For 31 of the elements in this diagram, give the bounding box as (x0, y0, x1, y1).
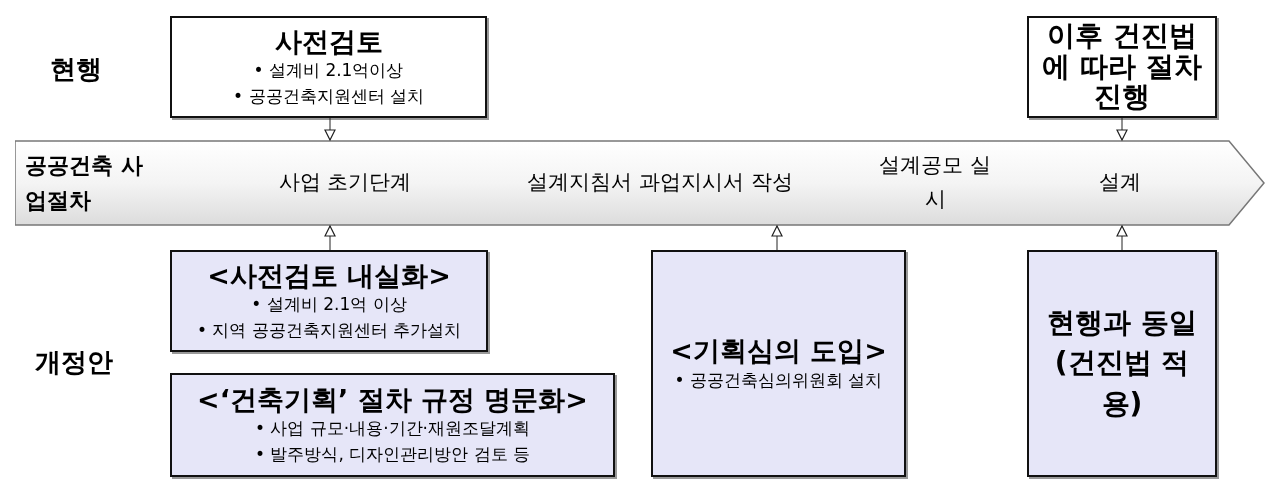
row-label: 개정안 (35, 346, 113, 379)
arrow (324, 225, 336, 251)
stage-label: 설계지침서 과업지시서 작성 (526, 169, 794, 197)
bullet-text: • 공공건축심의위원회 설치 (674, 368, 883, 392)
bullet-text: • 설계비 2.1억이상 (253, 59, 404, 83)
bullet-text: • 사업 규모·내용·기간·재원조달계획 (254, 417, 530, 441)
box-heading: <사전검토 내실화> (207, 258, 451, 293)
box-heading: <기획심의 도입> (670, 333, 887, 368)
bullet-text: • 지역 공공건축지원센터 추가설치 (196, 318, 462, 342)
arrow (324, 117, 336, 141)
text-box (170, 16, 487, 118)
arrow (1116, 117, 1128, 141)
text-box (170, 250, 488, 352)
row-label: 현행 (50, 53, 102, 86)
band-label: 공공건축 사업절차 (25, 151, 144, 215)
box-heading: 이후 건진법에 따라 절차 진행 (1042, 20, 1202, 114)
text-box (1027, 250, 1217, 477)
arrow (1116, 225, 1128, 251)
stage-label: 설계공모 실시 (878, 152, 992, 213)
bullet-text: • 공공건축지원센터 설치 (233, 84, 424, 108)
text-box (170, 373, 615, 477)
text-box (651, 250, 906, 477)
text-box (1027, 16, 1217, 118)
stage-label: 사업 초기단계 (277, 169, 413, 197)
box-heading: 사전검토 (274, 24, 383, 59)
stage-label: 설계 (1098, 169, 1142, 197)
box-heading: <‘건축기획’ 절차 규정 명문화> (197, 382, 588, 417)
box-heading: 현행과 동일 (건진법 적용) (1046, 304, 1198, 422)
bullet-text: • 발주방식, 디자인관리방안 검토 등 (254, 442, 530, 466)
arrow (771, 225, 783, 251)
bullet-text: • 설계비 2.1억 이상 (251, 293, 407, 317)
